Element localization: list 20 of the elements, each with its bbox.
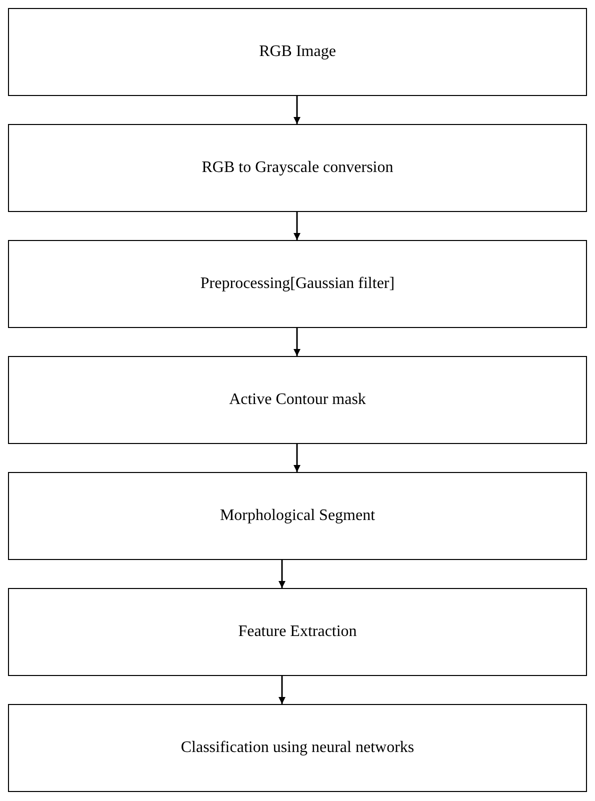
arrow — [278, 560, 286, 588]
process-box — [8, 8, 587, 96]
process-box — [8, 124, 587, 212]
process-label: Feature Extraction — [238, 622, 357, 642]
process-box — [8, 240, 587, 328]
arrow — [294, 444, 300, 472]
arrow — [294, 328, 300, 356]
process-box — [8, 472, 587, 560]
process-label: Preprocessing[Gaussian filter] — [200, 274, 395, 294]
arrow — [294, 212, 300, 240]
process-label: RGB to Grayscale conversion — [202, 158, 394, 178]
process-label: Morphological Segment — [220, 506, 376, 526]
process-label: Classification using neural networks — [180, 738, 414, 758]
arrow — [294, 96, 300, 124]
process-box — [8, 704, 587, 792]
process-label: RGB Image — [259, 42, 336, 62]
process-label: Active Contour mask — [229, 390, 366, 410]
process-box — [8, 588, 587, 676]
arrow — [278, 676, 286, 704]
process-box — [8, 356, 587, 444]
